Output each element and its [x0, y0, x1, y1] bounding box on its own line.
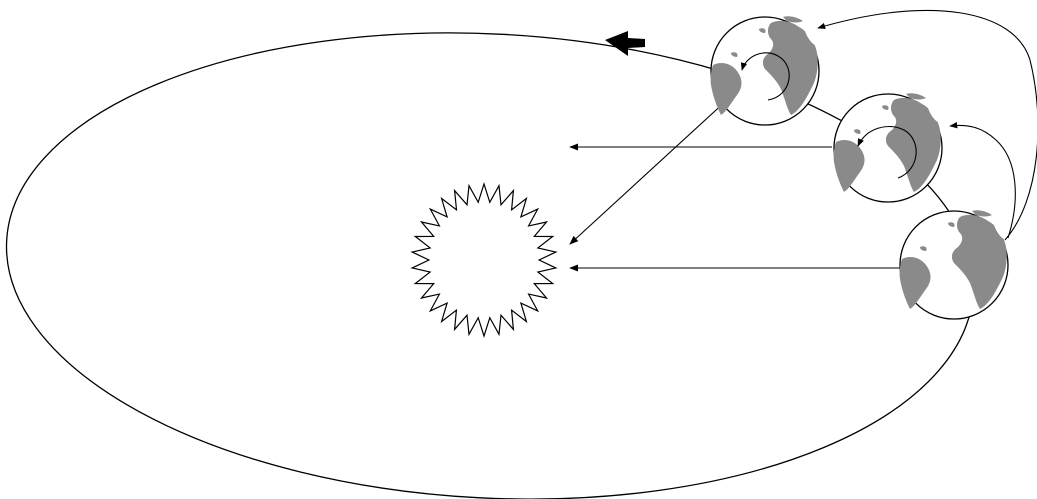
- curved-arrow-outer: [817, 9, 1037, 241]
- sun: [410, 182, 558, 338]
- sun-direction-line-1: [569, 99, 728, 245]
- rotation-arrow-2: [857, 126, 917, 179]
- earth-position-3: [898, 209, 1009, 320]
- earth-position-1: [709, 15, 820, 126]
- orbit-direction-arrow: [605, 31, 645, 56]
- curved-arrow-inner: [949, 122, 1016, 239]
- rotation-arrow-1: [740, 52, 790, 101]
- sun-outline: [410, 182, 558, 338]
- earth-position-2: [832, 92, 943, 203]
